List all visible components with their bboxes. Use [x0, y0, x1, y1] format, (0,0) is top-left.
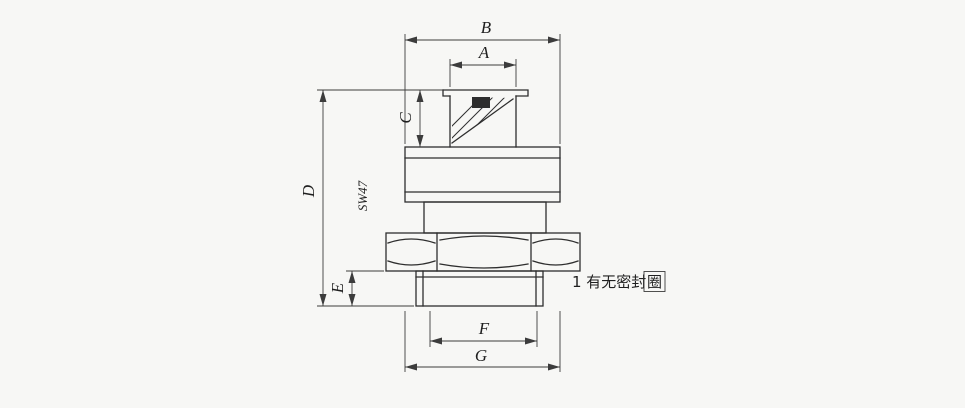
extension-lines: [317, 34, 561, 372]
dimension-lines: [319, 36, 560, 371]
dim-label-d: D: [299, 184, 318, 198]
wrench-size-label: SW47: [355, 180, 370, 211]
cap-left-edge: [442, 89, 451, 97]
hex-chamfer-arc: [387, 260, 436, 266]
dim-label-g: G: [475, 346, 487, 365]
section-diagonal: [451, 98, 514, 144]
note-text: 1 有无密封: [572, 273, 646, 291]
hex-chamfer-arc: [532, 238, 579, 244]
hex-chamfer-arc: [532, 260, 579, 266]
valve-core-solid-block: [472, 97, 490, 108]
dim-label-c: C: [396, 112, 415, 124]
hex-chamfer-arc: [439, 263, 529, 269]
dim-label-b: B: [481, 18, 492, 37]
dim-label-f: F: [478, 319, 490, 338]
dim-label-e: E: [328, 282, 347, 294]
note-boxed-char: 圈: [647, 273, 662, 291]
dim-label-a: A: [478, 43, 490, 62]
note-char-box: [643, 271, 666, 292]
hex-chamfer-arc: [439, 235, 529, 241]
neck: [423, 201, 547, 234]
seal-ring-note: 1 有无密封 圈: [572, 271, 666, 292]
flange-body: [404, 146, 561, 203]
part-outline: [385, 89, 581, 307]
cap-top-edge: [442, 89, 529, 97]
hex-chamfer-arc: [387, 238, 436, 244]
threaded-end: [415, 270, 544, 307]
